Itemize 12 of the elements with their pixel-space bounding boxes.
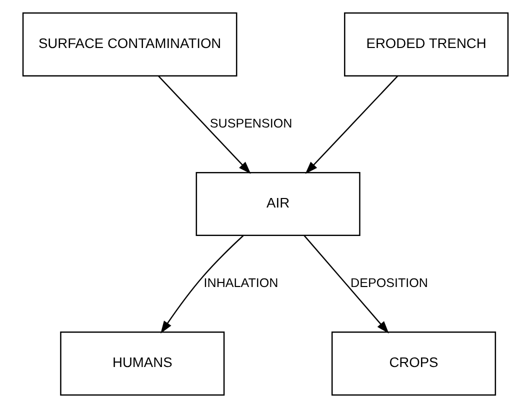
arrow — [160, 235, 244, 334]
node-box: AIR — [196, 172, 360, 236]
node-box: CROPS — [331, 332, 496, 396]
arrow — [304, 235, 389, 334]
edge-label: DEPOSITION — [350, 276, 428, 290]
arrow — [158, 76, 251, 174]
node-box: HUMANS — [60, 332, 225, 396]
edge-label: SUSPENSION — [210, 116, 292, 130]
arrow — [305, 76, 398, 174]
edge-label: INHALATION — [204, 276, 278, 290]
node-box: ERODED TRENCH — [344, 12, 509, 76]
node-box: SURFACE CONTAMINATION — [22, 12, 238, 76]
